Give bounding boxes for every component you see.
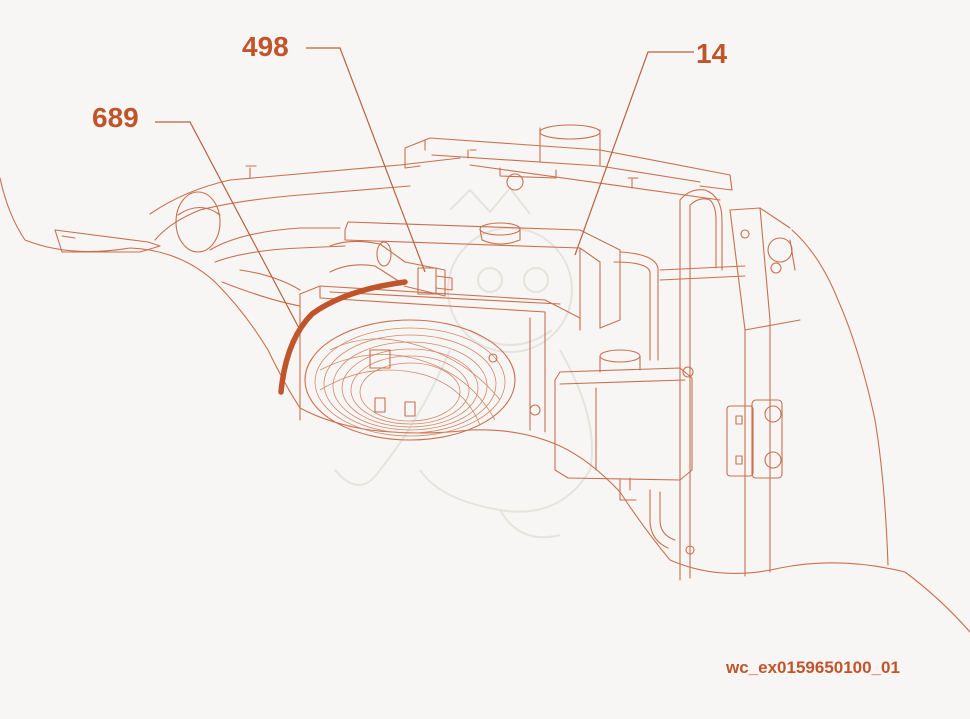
callout-498: 498 — [242, 31, 289, 62]
fan-shroud — [304, 319, 541, 441]
right-frame — [659, 189, 801, 581]
cutaway-boundary — [0, 177, 970, 633]
watermark-mascot — [334, 186, 593, 539]
intake-pipe — [54, 157, 461, 307]
overflow-tube — [613, 251, 676, 549]
leader-line-689 — [155, 121, 301, 331]
callout-689: 689 — [92, 102, 139, 133]
highlighted-hose — [278, 279, 408, 395]
coolant-reservoir — [554, 349, 694, 501]
drawing-reference-number: wc_ex0159650100_01 — [726, 658, 900, 677]
upper-hose — [329, 240, 453, 297]
leader-line-14 — [574, 51, 694, 256]
leader-lines — [155, 47, 694, 331]
leader-line-498 — [306, 47, 426, 273]
callout-14: 14 — [696, 38, 728, 69]
upper-frame — [245, 124, 733, 201]
